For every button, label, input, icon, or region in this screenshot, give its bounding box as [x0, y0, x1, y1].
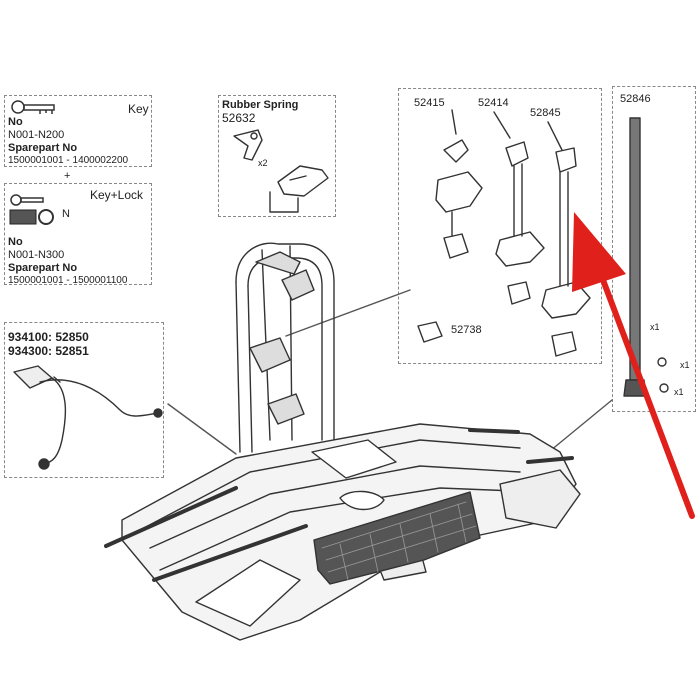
carrier-mesh-panel: [313, 491, 481, 585]
key-box-title: Key: [128, 102, 149, 116]
plus-sign: +: [64, 170, 71, 182]
holder-52414: [493, 111, 545, 305]
keylock-sparepart-value: 1500001001 - 1500001100: [8, 275, 128, 286]
keylock-sparepart-label: Sparepart No: [8, 262, 78, 274]
keylock-code: N: [62, 208, 70, 220]
keylock-no-label: No: [8, 236, 23, 248]
key-sparepart-value: 1500001001 - 1400002200: [8, 155, 129, 166]
holder-52845: [541, 121, 591, 357]
holder-52738: [417, 321, 443, 343]
cable-line-2: 934300: 52851: [8, 344, 89, 358]
rubber-spring-qty: x2: [258, 158, 268, 168]
cable-part: [13, 365, 163, 470]
carrier-arch: [235, 242, 335, 453]
keylock-box-title: Key+Lock: [90, 188, 144, 202]
key-no-label: No: [8, 116, 23, 128]
keylock-no-value: N001-N300: [8, 249, 65, 261]
rubber-spring-part: [233, 129, 263, 161]
rubber-spring-mount: [269, 165, 329, 213]
holder-bottom-part: 52738: [451, 324, 482, 336]
rubber-spring-title: Rubber Spring: [222, 99, 299, 111]
holder-part-3: 52845: [530, 107, 561, 119]
holder-part-2: 52414: [478, 97, 509, 109]
cable-box: [4, 322, 164, 478]
key-no-value: N001-N200: [8, 129, 65, 141]
lock-icon: [8, 192, 58, 232]
cable-line-1: 934100: 52850: [8, 330, 89, 344]
holder-52415: [435, 109, 483, 259]
rubber-spring-part-no: 52632: [222, 111, 256, 125]
holder-part-1: 52415: [414, 97, 445, 109]
rod-52846: [623, 117, 669, 397]
rubber-spring-box: [218, 95, 336, 217]
rod-part-no: 52846: [620, 93, 651, 105]
key-box: [4, 95, 152, 167]
keylock-box: [4, 183, 152, 285]
key-icon: [10, 98, 60, 116]
key-sparepart-label: Sparepart No: [8, 142, 78, 154]
